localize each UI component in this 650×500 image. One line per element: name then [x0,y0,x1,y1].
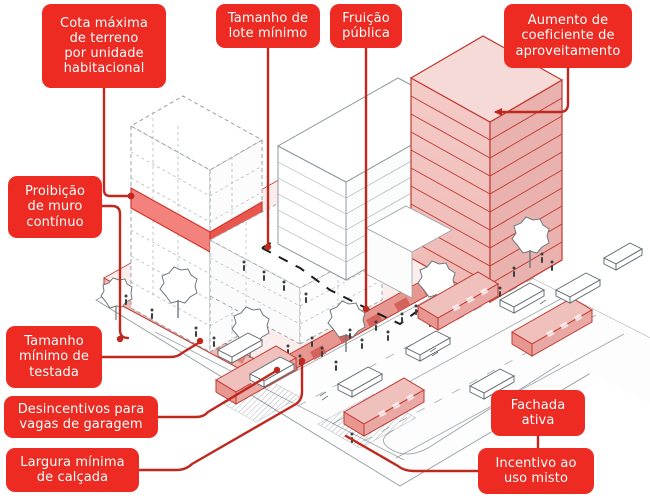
label-incentivo-uso-misto[interactable]: Incentivo ao uso misto [478,448,594,494]
car-group [216,242,644,400]
label-text: Desincentivos para vagas de garagem [17,401,145,432]
street-micro-marks [319,299,547,401]
label-fruicao-publica[interactable]: Fruição pública [330,4,402,48]
label-proibicao-muro[interactable]: Proibição de muro contínuo [8,176,102,238]
label-text: Tamanho mínimo de testada [18,334,90,380]
label-text: Incentivo ao uso misto [495,455,577,486]
label-text: Tamanho de lote mínimo [227,10,309,41]
label-text: Fruição pública [342,10,390,41]
label-text: Fachada ativa [510,397,566,428]
label-tamanho-testada[interactable]: Tamanho mínimo de testada [6,326,102,388]
connector-lines [100,46,570,473]
label-fachada-ativa[interactable]: Fachada ativa [491,390,585,436]
label-cota-maxima[interactable]: Cota máxima de terreno por unidade habit… [42,4,166,88]
label-text: Proibição de muro contínuo [24,184,86,230]
label-vagas-garagem[interactable]: Desincentivos para vagas de garagem [4,396,158,438]
label-lote-minimo[interactable]: Tamanho de lote mínimo [216,4,320,48]
label-largura-calcada[interactable]: Largura mínima de calçada [6,448,139,492]
label-text: Aumento de coeficiente de aproveitamento [515,13,621,59]
pink-tower [409,35,564,304]
label-text: Cota máxima de terreno por unidade habit… [60,15,148,77]
label-aumento-coeficiente[interactable]: Aumento de coeficiente de aproveitamento [504,4,632,68]
label-text: Largura mínima de calçada [20,454,125,485]
